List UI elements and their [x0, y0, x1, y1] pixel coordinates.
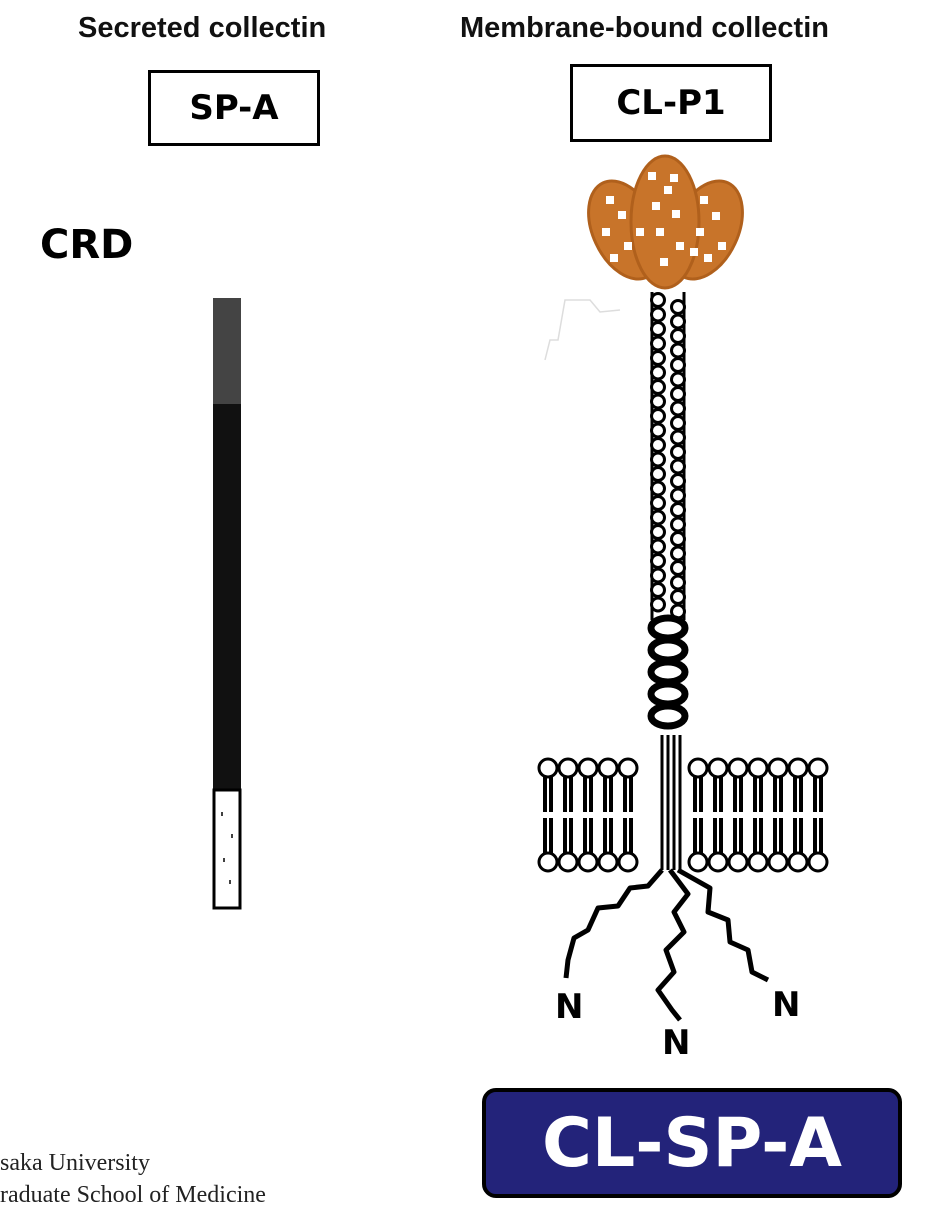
collagen-stalk — [652, 292, 685, 620]
faint-artifact — [545, 300, 620, 360]
coiled-coil-neck — [651, 618, 685, 726]
n-terminal-tails — [566, 870, 768, 1020]
cl-sp-a-badge-text: CL-SP-A — [542, 1104, 842, 1183]
footer-school: raduate School of Medicine — [0, 1182, 266, 1209]
n-terminal-label-right: N — [772, 985, 800, 1025]
cl-sp-a-badge: CL-SP-A — [482, 1088, 902, 1198]
footer-university: saka University — [0, 1150, 150, 1177]
sp-a-rod — [213, 298, 241, 908]
crd-head — [574, 156, 757, 291]
lipid-bilayer — [539, 759, 827, 871]
n-terminal-label-left: N — [555, 987, 583, 1027]
transmembrane-strands — [662, 735, 680, 870]
n-terminal-label-center: N — [662, 1023, 690, 1063]
